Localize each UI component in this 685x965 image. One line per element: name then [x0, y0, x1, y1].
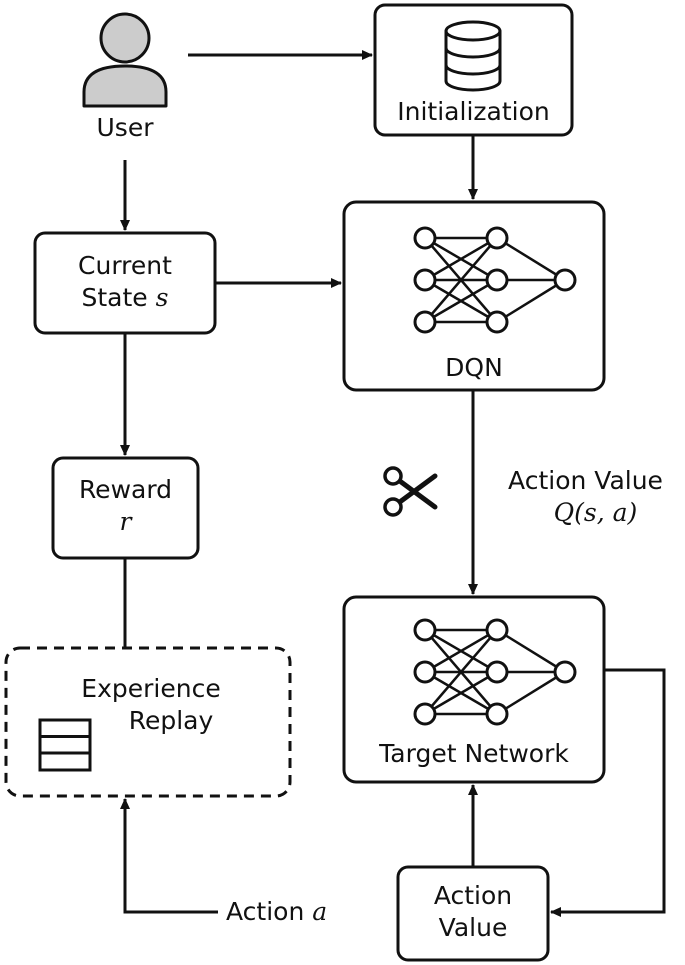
- state-symbol: s: [155, 283, 169, 312]
- database-icon: [444, 20, 502, 92]
- edge-action-to-experience-replay: [120, 798, 218, 914]
- neural-network-icon: [413, 226, 577, 334]
- edge-label-action-value: Action Value Q(s, a): [488, 465, 683, 529]
- user-icon: [82, 12, 168, 108]
- action-value-box-line2: Value: [438, 913, 508, 942]
- current-state-line2: State s: [81, 283, 169, 312]
- nn-node: [485, 660, 509, 684]
- nn-node: [485, 310, 509, 334]
- edge-target-network-to-action-value: [550, 668, 666, 917]
- nn-node: [553, 660, 577, 684]
- target-network-box: [342, 595, 606, 784]
- edge-label-action-a: Action a: [226, 897, 328, 926]
- nn-node: [413, 310, 437, 334]
- nn-node: [485, 618, 509, 642]
- user-label: User: [96, 113, 154, 142]
- scissors-icon: [383, 466, 438, 517]
- edge-label-action-value-line1: Action Value: [508, 466, 663, 495]
- nn-node: [553, 268, 577, 292]
- nn-node: [485, 268, 509, 292]
- action-value-box-line1: Action: [433, 881, 513, 910]
- nn-connection: [424, 236, 498, 282]
- nn-connection: [424, 237, 498, 323]
- nn-connection: [496, 628, 566, 674]
- dqn-label: DQN: [445, 353, 503, 382]
- initialization-label: Initialization: [397, 97, 550, 126]
- experience-replay-label: Experience Replay: [40, 673, 262, 737]
- nn-connection: [496, 670, 566, 716]
- nn-connection: [424, 278, 498, 324]
- nn-connection: [424, 670, 498, 716]
- q-formula: Q(s, a): [553, 498, 638, 527]
- neural-network-icon: [413, 618, 577, 726]
- reward-label: Reward r: [53, 474, 198, 538]
- nn-node: [485, 226, 509, 250]
- nn-connection: [424, 629, 498, 715]
- nn-node: [413, 660, 437, 684]
- current-state-line1: Current: [78, 251, 172, 280]
- action-symbol: a: [312, 897, 328, 926]
- nn-node: [413, 268, 437, 292]
- table-icon: [38, 718, 92, 772]
- nn-node: [413, 226, 437, 250]
- nn-node: [485, 702, 509, 726]
- nn-connection: [496, 278, 566, 324]
- experience-replay-line1: Experience: [81, 674, 221, 703]
- reward-line1: Reward: [78, 475, 173, 504]
- nn-node: [413, 702, 437, 726]
- nn-connection: [424, 628, 498, 674]
- nn-connection: [496, 236, 566, 282]
- target-network-label: Target Network: [379, 739, 569, 768]
- experience-replay-line2: Replay: [128, 706, 214, 735]
- nn-node: [413, 618, 437, 642]
- reward-symbol: r: [119, 507, 132, 536]
- current-state-label: Current State s: [35, 250, 215, 314]
- action-value-box-label: Action Value: [398, 880, 548, 944]
